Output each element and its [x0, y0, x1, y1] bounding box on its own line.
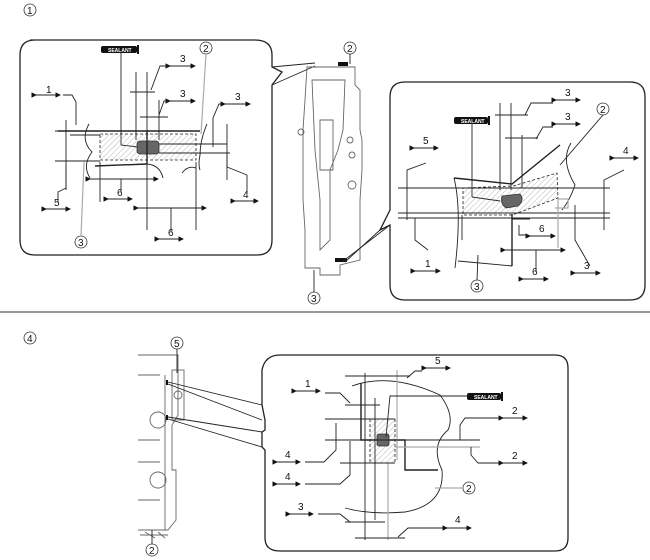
dimension-6b: 6: [500, 247, 566, 282]
dimension-5: 5: [345, 356, 451, 379]
dimension-5: 5: [406, 136, 439, 220]
svg-text:3: 3: [311, 294, 317, 305]
svg-text:5: 5: [174, 339, 180, 350]
svg-text:2: 2: [347, 44, 353, 55]
svg-text:1: 1: [46, 85, 52, 96]
svg-text:4: 4: [455, 515, 461, 526]
lower-part-outline: 5 2: [138, 336, 263, 557]
sealant-tube-icon: SEALANT: [467, 392, 503, 401]
callout-2-center: 2: [343, 41, 357, 64]
svg-text:SEALANT: SEALANT: [108, 48, 132, 54]
dimension-3c: 3: [570, 205, 601, 276]
section-marker-4: 4: [23, 331, 37, 345]
svg-text:5: 5: [435, 356, 441, 367]
callout-3: 3: [470, 254, 484, 293]
dimension-3a: 3: [495, 88, 581, 116]
callout-2-lower: 2: [145, 530, 159, 557]
dimension-1: 1: [291, 379, 380, 406]
svg-text:2: 2: [203, 44, 209, 55]
svg-text:4: 4: [27, 334, 33, 345]
dimension-2a: 2: [459, 406, 528, 440]
dimension-4a: 4: [272, 423, 337, 465]
svg-text:3: 3: [565, 88, 571, 99]
svg-text:2: 2: [600, 105, 606, 116]
detail-panel-bottom: SEALANT 1 5 2 2 4 4 3 4 2: [261, 354, 569, 552]
svg-text:4: 4: [243, 190, 249, 201]
svg-text:6: 6: [532, 267, 538, 278]
callout-5: 5: [170, 336, 184, 373]
callout-3-center: 3: [307, 270, 321, 305]
svg-text:3: 3: [235, 92, 241, 103]
svg-text:2: 2: [512, 451, 518, 462]
detail-panel-top-left: SEALANT 1 3 3 3 4 5 6 6 2 3: [19, 39, 316, 256]
sealant-tube-icon: SEALANT: [101, 45, 139, 54]
svg-text:2: 2: [512, 406, 518, 417]
callout-3: 3: [74, 161, 88, 249]
svg-text:1: 1: [425, 259, 431, 270]
dimension-3b: 3: [140, 89, 196, 118]
dimension-6b: 6: [133, 205, 207, 242]
detail-panel-top-right: SEALANT 3 3 4 5 1 6 6 3 2 3: [341, 81, 646, 301]
dimension-5: 5: [41, 120, 71, 212]
dimension-4b: 4: [272, 441, 351, 487]
dimension-3: 3: [285, 502, 385, 523]
svg-text:2: 2: [466, 484, 472, 495]
sealant-tube-icon: SEALANT: [454, 116, 490, 125]
dimension-3c: 3: [212, 92, 251, 147]
svg-text:6: 6: [168, 228, 174, 239]
svg-text:SEALANT: SEALANT: [461, 119, 485, 125]
svg-text:2: 2: [149, 546, 155, 557]
callout-2: 2: [559, 102, 610, 166]
dimension-6a: 6: [85, 176, 159, 202]
svg-text:3: 3: [298, 502, 304, 513]
callout-2: 2: [435, 481, 476, 495]
dimension-6a: 6: [518, 224, 556, 239]
svg-text:1: 1: [27, 6, 33, 17]
dimension-4c: 4: [355, 515, 472, 539]
svg-text:SEALANT: SEALANT: [474, 395, 498, 401]
section-marker-1: 1: [23, 3, 37, 17]
svg-text:3: 3: [474, 282, 480, 293]
dimension-1: 1: [410, 218, 441, 274]
svg-text:1: 1: [305, 379, 311, 390]
svg-text:3: 3: [584, 261, 590, 272]
dimension-4: 4: [603, 146, 639, 230]
dimension-3b: 3: [505, 112, 581, 140]
svg-text:5: 5: [423, 136, 429, 147]
svg-text:3: 3: [180, 54, 186, 65]
svg-text:4: 4: [623, 146, 629, 157]
svg-text:5: 5: [54, 198, 60, 209]
svg-text:6: 6: [117, 188, 123, 199]
svg-text:6: 6: [539, 224, 545, 235]
svg-text:3: 3: [565, 112, 571, 123]
svg-text:4: 4: [285, 450, 291, 461]
dimension-2b: 2: [470, 447, 528, 466]
svg-text:3: 3: [180, 89, 186, 100]
dimension-4: 4: [226, 124, 259, 204]
svg-text:3: 3: [78, 238, 84, 249]
dimension-1: 1: [31, 85, 77, 125]
svg-text:4: 4: [285, 472, 291, 483]
dimension-3a: 3: [130, 54, 196, 93]
callout-2: 2: [199, 41, 213, 135]
center-part-outline: 2 3: [297, 41, 363, 305]
